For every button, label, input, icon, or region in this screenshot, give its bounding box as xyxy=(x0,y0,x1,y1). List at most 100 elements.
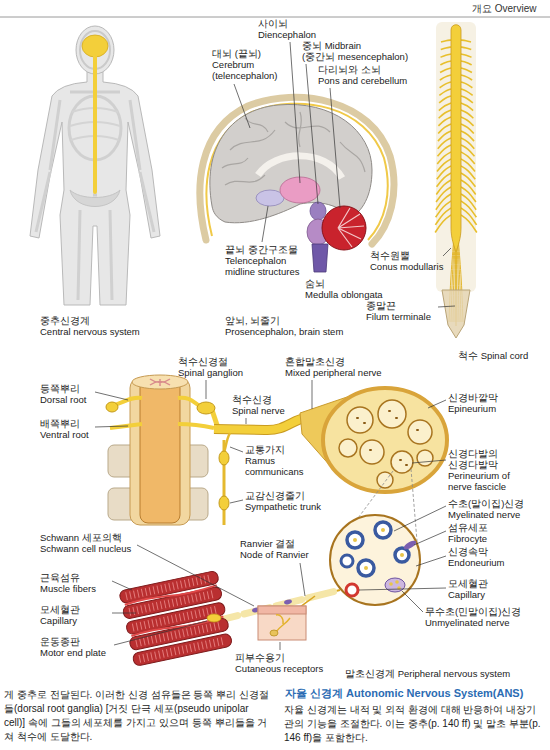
part-label: 배쪽뿌리 Ventral root xyxy=(40,418,89,440)
part-label: 교통가지 Ramus communicans xyxy=(245,444,304,477)
leader-line xyxy=(95,42,455,650)
nerve-root xyxy=(461,152,475,164)
nerve-cross-section xyxy=(395,580,399,584)
nerve-root xyxy=(461,145,475,156)
nerve-root xyxy=(461,96,473,103)
part-label: 수초(말이집)신경 Myelinated nerve xyxy=(448,498,524,520)
nerve-cross-section xyxy=(375,522,391,538)
part-label: 신경다발의 신경다발막 Perineurium of nerve fascicl… xyxy=(448,448,510,492)
panel-title: 척수 Spinal cord xyxy=(458,350,528,361)
skin-receptor xyxy=(258,606,306,640)
brain-section xyxy=(258,156,342,178)
nerve-root xyxy=(461,61,472,65)
muscle-fibers xyxy=(126,578,225,659)
nerve-root xyxy=(441,54,451,57)
leader-line xyxy=(95,426,128,427)
nerve-root xyxy=(461,68,472,72)
nerve-root xyxy=(461,75,472,80)
part-label: 척수원뿔 Conus modullaris xyxy=(370,250,443,272)
spinal-segment xyxy=(219,451,229,465)
part-label: 모세혈관 Capillary xyxy=(448,578,488,600)
nerve-cross-section xyxy=(364,566,368,570)
skin-receptor xyxy=(258,606,306,640)
spinal-segment xyxy=(219,496,229,510)
leader-line xyxy=(230,500,243,503)
panel-title: 말초신경계 Peripheral nervous system xyxy=(345,668,510,679)
spinal-segment xyxy=(197,402,215,414)
brain-section xyxy=(310,202,326,220)
page-header: 개요 Overview xyxy=(472,3,536,15)
nerve-cross-section xyxy=(353,538,357,542)
nerve-cross-section xyxy=(341,555,353,567)
nerve-cross-section xyxy=(347,407,373,433)
brain-section xyxy=(222,112,365,185)
nerve-cross-section xyxy=(389,582,393,586)
header-rule xyxy=(0,17,550,18)
nerve-cross-section xyxy=(402,539,417,551)
body-figure xyxy=(93,56,97,192)
nerve-root xyxy=(440,68,451,72)
spinal-segment xyxy=(214,418,305,430)
nerve-root xyxy=(461,215,477,233)
spinal-segment xyxy=(214,418,305,430)
nerve-cross-section xyxy=(323,388,447,492)
part-label: 섬유세포 Fibrocyte xyxy=(448,522,488,544)
nerve-cross-section xyxy=(391,451,413,473)
muscle-fibers xyxy=(119,570,233,666)
nerve-cross-section xyxy=(358,560,374,576)
nerve-cross-section xyxy=(400,553,404,557)
leader-line xyxy=(230,447,243,452)
part-label: 다리뇌와 소뇌 Pons and cerebellum xyxy=(318,64,407,86)
nerve-root xyxy=(440,82,451,88)
part-label: 모세혈관 Capillary xyxy=(40,604,80,626)
body-text: 자율 신경계는 내적 및 외적 환경에 대해 반응하여 내장기관의 기능을 조절… xyxy=(284,703,546,745)
nerve-cross-section xyxy=(395,548,409,562)
leader-line xyxy=(206,380,207,399)
skin-receptor xyxy=(258,606,306,614)
part-label: 등쪽뿌리 Dorsal root xyxy=(40,383,86,405)
axon xyxy=(284,599,293,605)
spinal-segment xyxy=(150,379,170,386)
brain-section xyxy=(322,206,366,250)
leader-line xyxy=(95,392,128,400)
brain-section xyxy=(338,208,364,247)
leader-line xyxy=(394,506,446,531)
nerve-root xyxy=(437,152,451,164)
part-label: 사이뇌 Diencephalon xyxy=(258,18,316,40)
leader-line xyxy=(402,591,423,612)
nerve-root xyxy=(439,89,451,95)
spinal-cord xyxy=(451,25,461,252)
nerve-root xyxy=(461,40,471,42)
part-label: 대뇌 (끝뇌) Cerebrum (telencephalon) xyxy=(212,48,278,81)
nerve-root xyxy=(461,47,471,50)
part-label: 중뇌 Midbrain (중간뇌 mesencephalon) xyxy=(302,40,408,62)
nerve-cross-section xyxy=(377,472,393,488)
nerve-cross-section xyxy=(346,584,358,596)
nerve-cross-section xyxy=(417,450,433,466)
spinal-cord xyxy=(435,22,477,338)
leader-line xyxy=(137,545,254,606)
nerve-cross-section xyxy=(357,411,418,465)
part-label: 종말끈 Filum terminale xyxy=(366,300,431,322)
body-text: 게 중추로 전달된다. 이러한 신경 섬유들은 등쪽 뿌리 신경절들(dorsa… xyxy=(4,688,272,744)
brain-section xyxy=(256,190,284,206)
leader-line xyxy=(112,613,136,614)
panel-title: 중추신경계 Central nervous system xyxy=(40,315,140,337)
spinal-segment xyxy=(140,380,180,523)
part-label: 무수초(민말이집)신경 Unmyelinated nerve xyxy=(425,606,521,628)
leader-line xyxy=(234,84,250,128)
part-label: 운동종판 Motor end plate xyxy=(40,636,106,658)
nerve-cross-section xyxy=(347,532,363,548)
part-label: Schwann 세포의핵 Schwann cell nucleus xyxy=(40,532,131,554)
skin-receptor xyxy=(276,615,290,632)
nerve-root xyxy=(438,145,452,156)
leader-line xyxy=(300,563,305,596)
part-label: 끝뇌 중간구조물 Telencephalon midline structure… xyxy=(225,244,299,277)
leader-line xyxy=(412,460,446,463)
nerve-root xyxy=(441,40,451,42)
leader-line xyxy=(438,306,455,307)
leader-line xyxy=(312,380,313,409)
leader-line xyxy=(306,64,318,204)
spinal-segment xyxy=(130,378,190,525)
body-figure xyxy=(82,35,108,57)
